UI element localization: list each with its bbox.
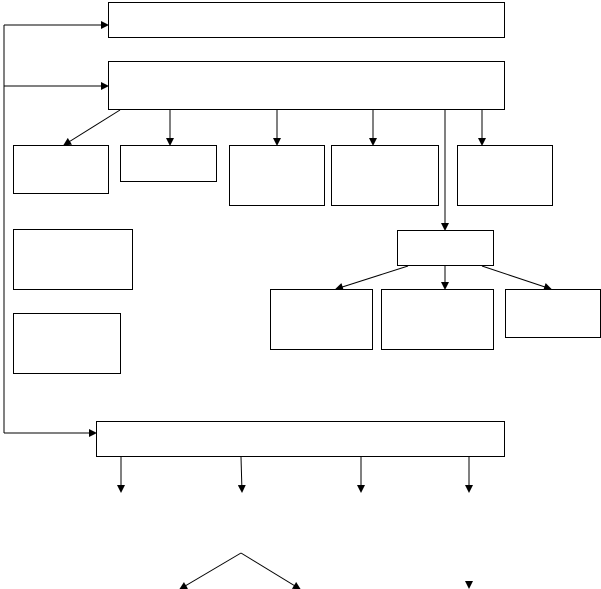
connector-lower-split-left: [179, 552, 242, 589]
row1-box5: [457, 145, 553, 206]
left-box-b: [13, 313, 121, 374]
row2-box3: [505, 289, 601, 338]
bottom-box: [96, 421, 505, 457]
top-box: [108, 2, 505, 38]
mid-right-box: [397, 230, 494, 266]
connector-lower-split-right: [240, 552, 301, 589]
row1-box2: [120, 145, 217, 182]
row1-box3: [229, 145, 325, 206]
row1-box4: [331, 145, 439, 206]
connector-second-to-row1-box1: [63, 109, 121, 146]
connector-bottom-branch-2: [237, 456, 246, 493]
lone-arrowhead: [465, 581, 473, 589]
connector-mid-to-row2-box3: [481, 265, 552, 291]
row2-box1: [270, 289, 373, 350]
row1-box1: [13, 145, 109, 194]
second-box: [108, 61, 505, 110]
row2-box2: [381, 289, 494, 350]
connector-mid-to-row2-box1: [335, 265, 409, 291]
left-box-a: [13, 229, 133, 290]
